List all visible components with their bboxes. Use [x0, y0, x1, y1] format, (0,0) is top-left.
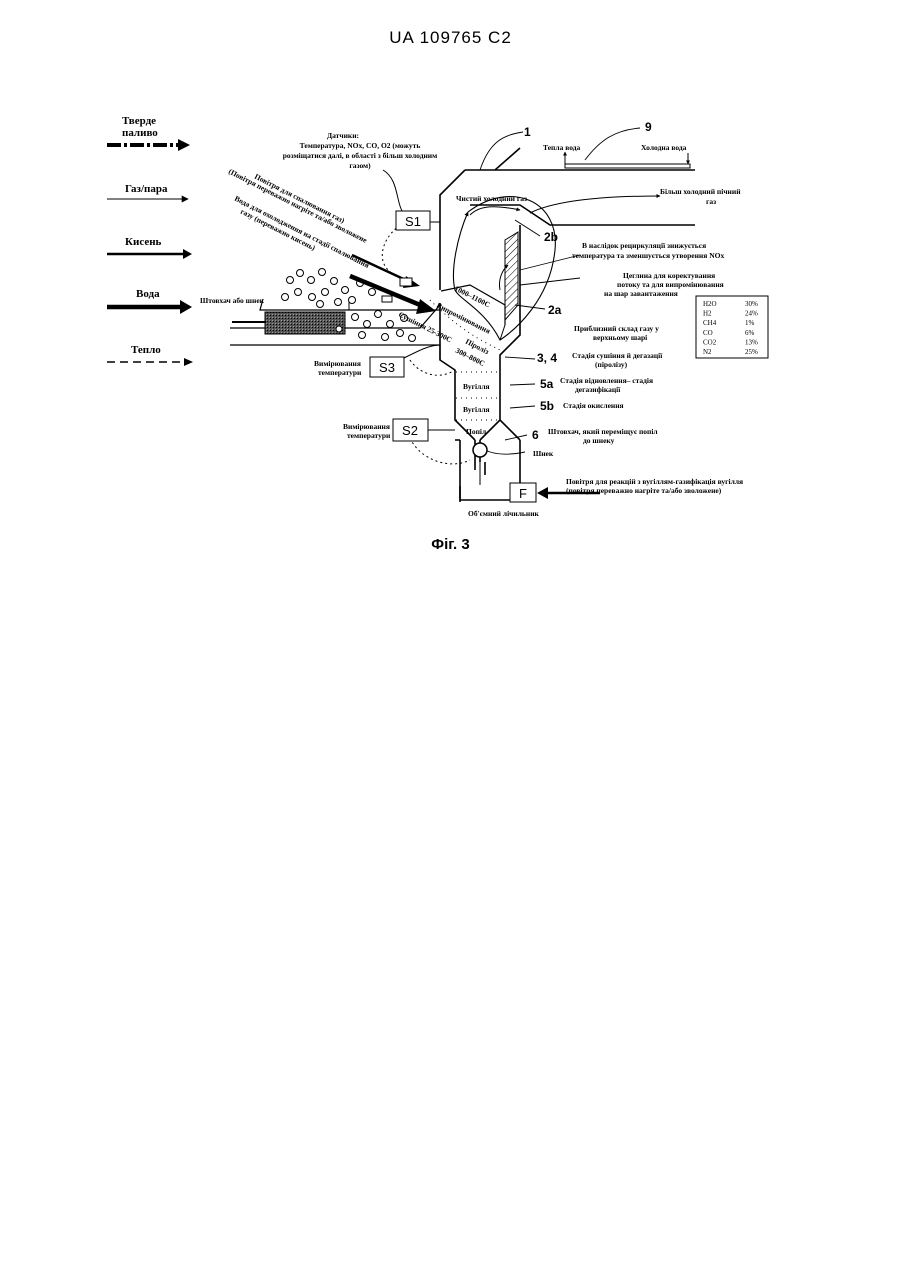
temp-meas-label: Вимірювання	[314, 359, 361, 368]
legend: Тверде паливо Газ/пара Кисень Вода Тепло	[107, 115, 193, 366]
recirc-note: температура та зменшується утворення NOx	[572, 251, 724, 260]
zone-charcoal: Вугілля	[463, 382, 490, 391]
sensor-s1: S1	[396, 211, 430, 230]
flue-gas-label: Більш холодний пічний	[660, 187, 741, 196]
label-5b: 5b	[540, 399, 554, 413]
warm-water-label: Тепла вода	[543, 143, 581, 152]
label-6: 6	[532, 428, 539, 442]
composition-title: Приблизний склад газу у	[574, 324, 659, 333]
legend-gas-steam: Газ/пара	[107, 183, 188, 199]
svg-text:F: F	[519, 486, 527, 501]
label-2b: 2b	[544, 230, 558, 244]
composition-value: 30%	[745, 300, 758, 308]
composition-title: верхньому шарі	[593, 333, 647, 342]
water-pipe	[565, 152, 690, 168]
composition-value: 6%	[745, 329, 755, 337]
brick-note: на шар завантаження	[604, 289, 678, 298]
legend-label: Тверде	[122, 115, 156, 127]
composition-value: 25%	[745, 348, 758, 356]
composition-gas: H2O	[703, 300, 717, 308]
legend-solid-fuel: Тверде паливо	[107, 115, 190, 151]
volume-meter-label: Об'ємний лічильник	[468, 509, 540, 518]
temp-zone-label: 1000–1100C	[453, 284, 492, 310]
svg-text:S1: S1	[405, 214, 421, 229]
sensor-s2: S2	[393, 419, 428, 441]
composition-gas: CH4	[703, 319, 717, 327]
drying-stage: (піролізу)	[595, 360, 628, 369]
drying-stage: Стадія сушіння й дегазації	[572, 351, 663, 360]
label-2a: 2a	[548, 303, 562, 317]
pusher-label: Штовхач або шнек	[200, 296, 265, 305]
legend-label: Газ/пара	[125, 183, 168, 195]
recirc-note: В наслідок рециркуляції знижується	[582, 241, 706, 250]
reduction-stage: Стадія відновлення– стадія	[560, 376, 653, 385]
zone-ash: Попіл	[466, 427, 487, 436]
label-1: 1	[524, 125, 531, 139]
reduction-stage: дегазифікації	[575, 385, 621, 394]
composition-value: 13%	[745, 338, 758, 346]
svg-text:розміщатися далі, в області з: розміщатися далі, в області з більш холо…	[283, 151, 438, 160]
temp-meas-label: температури	[318, 368, 362, 377]
figure-caption: Фіг. 3	[0, 536, 901, 553]
flue-gas-label: газ	[706, 197, 716, 206]
svg-text:S3: S3	[379, 360, 395, 375]
svg-text:газом): газом)	[349, 161, 371, 170]
brick-note: потоку та для випромінювання	[617, 280, 724, 289]
legend-label: паливо	[122, 127, 158, 139]
gasifier-diagram: Тверде паливо Газ/пара Кисень Вода Тепло…	[0, 0, 901, 560]
legend-label: Кисень	[125, 236, 162, 248]
label-3-4: 3, 4	[537, 351, 557, 365]
air-note: Повітря для реакцій з вугіллям-газифікац…	[566, 477, 743, 486]
svg-text:Температура, NOx, CO, O2 (можу: Температура, NOx, CO, O2 (можуть	[300, 141, 421, 150]
sensor-s3: S3	[370, 357, 404, 377]
sensors-note: Датчики: Температура, NOx, CO, O2 (можут…	[283, 131, 438, 170]
composition-gas: CO	[703, 329, 713, 337]
legend-label: Тепло	[131, 344, 161, 356]
auger-label: Шнек	[533, 449, 554, 458]
legend-oxygen: Кисень	[107, 236, 192, 259]
oxidation-stage: Стадія окислення	[563, 401, 624, 410]
composition-gas: H2	[703, 310, 712, 318]
zone-charcoal: Вугілля	[463, 405, 490, 414]
composition-gas: CO2	[703, 338, 717, 346]
legend-water: Вода	[107, 288, 192, 314]
legend-heat: Тепло	[107, 344, 193, 366]
temp-meas-label: Вимірювання	[343, 422, 390, 431]
svg-text:S2: S2	[402, 423, 418, 438]
drying-temp-label: Сушіння 25-300C	[397, 310, 453, 345]
cold-water-label: Холодна вода	[641, 143, 687, 152]
label-9: 9	[645, 120, 652, 134]
auger-icon	[473, 443, 487, 457]
deflector-brick	[505, 232, 518, 320]
legend-label: Вода	[136, 288, 160, 300]
composition-gas: N2	[703, 348, 712, 356]
pusher-ash-note: до шнеку	[583, 436, 615, 445]
temp-meas-label: температури	[347, 431, 391, 440]
gas-composition-table: H2O 30% H2 24% CH4 1% CO 6% CO2 13% N2 25%	[696, 296, 768, 358]
label-5a: 5a	[540, 377, 554, 391]
brick-note: Цеглина для коректування	[623, 271, 715, 280]
flow-meter-f: F	[510, 483, 536, 502]
pusher-ash-note: Штовхач, який переміщує попіл	[548, 427, 658, 436]
composition-value: 24%	[745, 310, 758, 318]
air-note: (повітря переважно нагріте та/або зволож…	[566, 486, 722, 495]
composition-value: 1%	[745, 319, 755, 327]
fuel-feed	[230, 299, 440, 360]
svg-text:Датчики:: Датчики:	[327, 131, 359, 140]
clean-gas-label: Чистий холодний газ	[456, 194, 527, 203]
